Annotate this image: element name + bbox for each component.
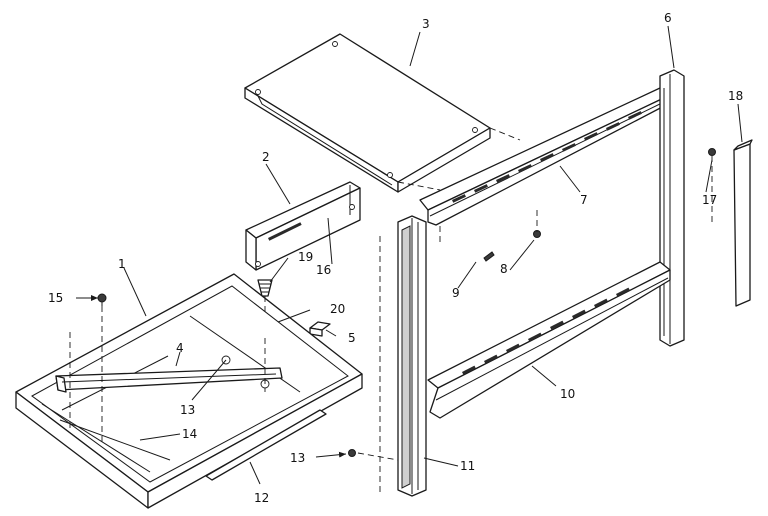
screw-15 bbox=[97, 293, 107, 306]
side-trim-strip bbox=[733, 139, 753, 307]
callout-6: 6 bbox=[664, 11, 672, 25]
callout-11: 11 bbox=[460, 459, 475, 473]
callout-17: 17 bbox=[702, 193, 717, 207]
tray-inner-rail bbox=[59, 419, 171, 461]
callout-9: 9 bbox=[452, 286, 460, 300]
top-cover-panel bbox=[244, 33, 491, 193]
callout-4: 4 bbox=[176, 341, 184, 355]
callout-13-a: 13 bbox=[180, 403, 195, 417]
callout-20: 20 bbox=[330, 302, 345, 316]
spring-cone bbox=[257, 279, 273, 297]
callout-12: 12 bbox=[254, 491, 269, 505]
mounting-bracket bbox=[245, 181, 361, 271]
callout-8: 8 bbox=[500, 262, 508, 276]
callout-10: 10 bbox=[560, 387, 575, 401]
base-tray bbox=[15, 273, 363, 509]
callout-19: 19 bbox=[298, 250, 313, 264]
trim-strip bbox=[205, 409, 327, 481]
callout-15: 15 bbox=[48, 291, 63, 305]
callout-3: 3 bbox=[422, 17, 430, 31]
leader-lines bbox=[76, 25, 743, 485]
screw-17 bbox=[708, 148, 716, 156]
callout-2: 2 bbox=[262, 150, 270, 164]
left-side-frame bbox=[397, 215, 427, 497]
cross-brace bbox=[55, 355, 283, 393]
bottom-vent-rail bbox=[427, 261, 671, 419]
callout-labels: 3 2 6 18 17 7 8 9 16 19 20 5 1 15 4 13 1… bbox=[48, 11, 743, 505]
screw-9 bbox=[483, 251, 495, 262]
callout-7: 7 bbox=[580, 193, 588, 207]
right-side-frame bbox=[659, 69, 685, 347]
callout-5: 5 bbox=[348, 331, 356, 345]
vent-slots-bottom bbox=[462, 287, 630, 375]
callout-13-b: 13 bbox=[290, 451, 305, 465]
small-block bbox=[309, 321, 331, 337]
vent-slots-top bbox=[452, 111, 642, 203]
callout-1: 1 bbox=[118, 257, 126, 271]
callout-18: 18 bbox=[728, 89, 743, 103]
top-vent-rail bbox=[419, 87, 669, 226]
screw-13-lower bbox=[348, 449, 356, 457]
callout-16: 16 bbox=[316, 263, 331, 277]
callout-14: 14 bbox=[182, 427, 197, 441]
